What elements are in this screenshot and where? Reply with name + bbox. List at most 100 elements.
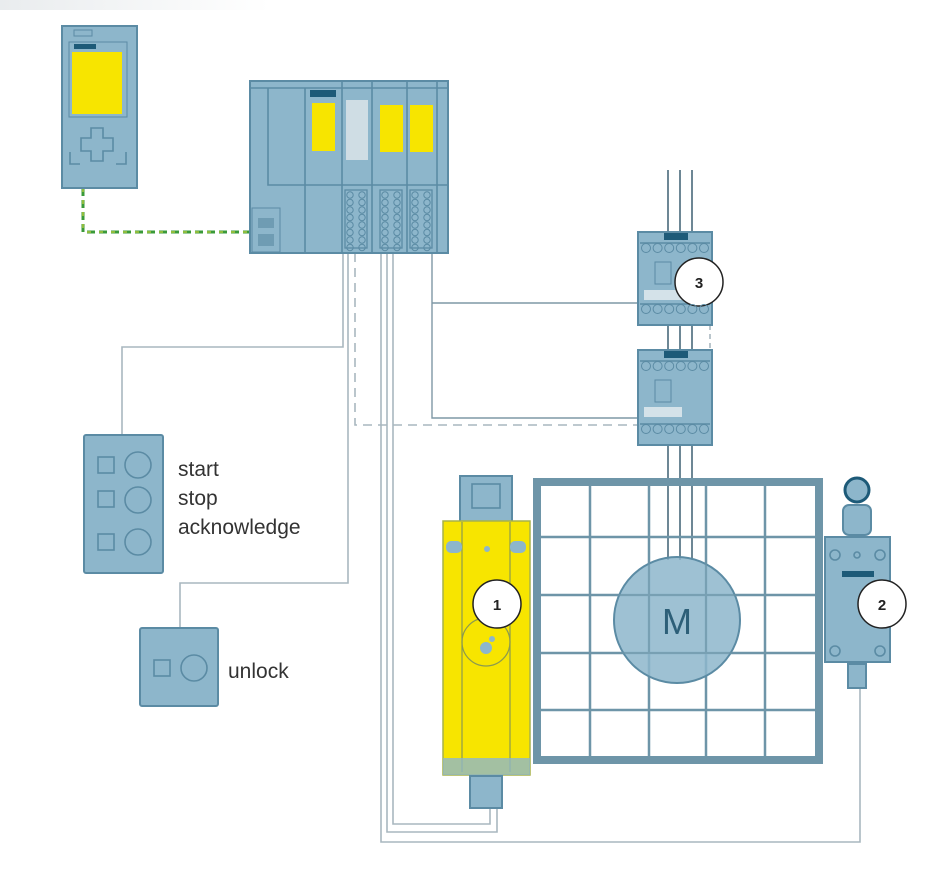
terminal-icon xyxy=(411,221,419,229)
terminal-icon xyxy=(393,198,401,207)
contactor-terminal-icon xyxy=(699,361,709,371)
guard-locking-switch[interactable] xyxy=(442,475,531,809)
terminal-icon xyxy=(393,243,401,252)
terminal-icon xyxy=(346,236,354,244)
contactor-terminal-icon xyxy=(641,243,651,253)
terminal-icon xyxy=(423,198,431,207)
contactor-terminal-icon xyxy=(675,243,686,253)
stop-label: stop xyxy=(178,487,218,510)
terminal-blocks xyxy=(344,189,433,249)
terminal-icon xyxy=(393,228,401,237)
terminal-icon xyxy=(423,191,431,199)
svg-text:2: 2 xyxy=(878,597,886,614)
terminal-icon xyxy=(393,213,401,222)
terminal-icon xyxy=(358,213,366,222)
terminal-icon xyxy=(381,243,389,252)
button-panel[interactable] xyxy=(83,434,164,574)
contactor-terminal-icon xyxy=(641,361,651,371)
terminal-icon xyxy=(411,198,419,207)
terminal-icon xyxy=(346,221,354,229)
contactor-terminal-icon xyxy=(687,424,698,434)
terminal-icon xyxy=(346,213,354,222)
terminal-icon xyxy=(423,206,431,214)
contactor-terminal-icon xyxy=(652,424,663,434)
terminal-icon xyxy=(358,221,366,229)
terminal-icon xyxy=(358,243,366,252)
contactor-lower[interactable] xyxy=(637,349,713,446)
terminal-icon xyxy=(423,243,431,252)
svg-text:3: 3 xyxy=(695,275,703,292)
start-label: start xyxy=(178,458,219,481)
terminal-icon xyxy=(358,228,366,237)
terminal-icon xyxy=(346,228,354,237)
hmi-screen xyxy=(72,52,122,114)
unlock-label: unlock xyxy=(228,660,289,683)
motor xyxy=(613,556,741,684)
terminal-icon xyxy=(393,191,401,199)
contactor-terminal-icon xyxy=(652,243,663,253)
terminal-icon xyxy=(411,191,419,199)
unlock-panel[interactable] xyxy=(139,627,219,707)
terminal-icon xyxy=(393,206,401,214)
terminal-icon xyxy=(381,213,389,222)
top-strip xyxy=(0,0,270,10)
hmi-panel[interactable] xyxy=(61,25,138,189)
terminal-icon xyxy=(346,206,354,214)
callout-2: 2 xyxy=(857,579,907,629)
terminal-icon xyxy=(381,221,389,229)
contactor-terminal-icon xyxy=(687,361,698,371)
contactor-terminal-icon xyxy=(699,304,709,314)
profinet-cable xyxy=(81,188,252,234)
position-switch[interactable] xyxy=(824,476,891,689)
plc-rack[interactable] xyxy=(249,80,449,254)
contactor-terminal-icon xyxy=(675,424,686,434)
terminal-icon xyxy=(346,243,354,252)
callout-3: 3 xyxy=(674,257,724,307)
contactor-terminal-icon xyxy=(699,424,709,434)
terminal-icon xyxy=(411,243,419,252)
terminal-icon xyxy=(393,221,401,229)
contactor-terminal-icon xyxy=(687,304,698,314)
terminal-icon xyxy=(381,198,389,207)
terminal-icon xyxy=(358,236,366,244)
terminal-icon xyxy=(411,206,419,214)
terminal-icon xyxy=(381,228,389,237)
terminal-icon xyxy=(358,206,366,214)
dpad-icon xyxy=(80,127,114,162)
terminal-icon xyxy=(358,198,366,207)
roller-icon xyxy=(843,476,871,504)
terminal-icon xyxy=(346,191,354,199)
terminal-icon xyxy=(393,236,401,244)
terminal-icon xyxy=(411,236,419,244)
contactor-terminal-icon xyxy=(664,361,675,371)
contactor-terminal-icon xyxy=(664,424,675,434)
contactor-terminal-icon xyxy=(687,243,698,253)
contactor-terminal-icon xyxy=(675,361,686,371)
contactor-terminal-icon xyxy=(675,304,686,314)
terminal-icon xyxy=(423,228,431,237)
contactor-terminal-icon xyxy=(641,424,651,434)
callout-1: 1 xyxy=(472,579,522,629)
terminal-icon xyxy=(346,198,354,207)
contactor-terminal-icon xyxy=(652,304,663,314)
contactor-terminal-icon xyxy=(652,361,663,371)
terminal-icon xyxy=(411,213,419,222)
safety-guard: M xyxy=(533,478,823,764)
motor-label: M xyxy=(662,601,692,642)
acknowledge-label: acknowledge xyxy=(178,516,301,539)
svg-text:1: 1 xyxy=(493,597,501,614)
contactor-terminal-icon xyxy=(664,304,675,314)
terminal-icon xyxy=(358,191,366,199)
terminal-icon xyxy=(411,228,419,237)
contactor-terminal-icon xyxy=(699,243,709,253)
terminal-icon xyxy=(423,221,431,229)
contactor-terminal-icon xyxy=(641,304,651,314)
terminal-icon xyxy=(381,191,389,199)
terminal-icon xyxy=(423,236,431,244)
terminal-icon xyxy=(381,236,389,244)
terminal-icon xyxy=(381,206,389,214)
cpu-yellow-label xyxy=(312,103,335,151)
terminal-icon xyxy=(423,213,431,222)
contactor-terminal-icon xyxy=(664,243,675,253)
